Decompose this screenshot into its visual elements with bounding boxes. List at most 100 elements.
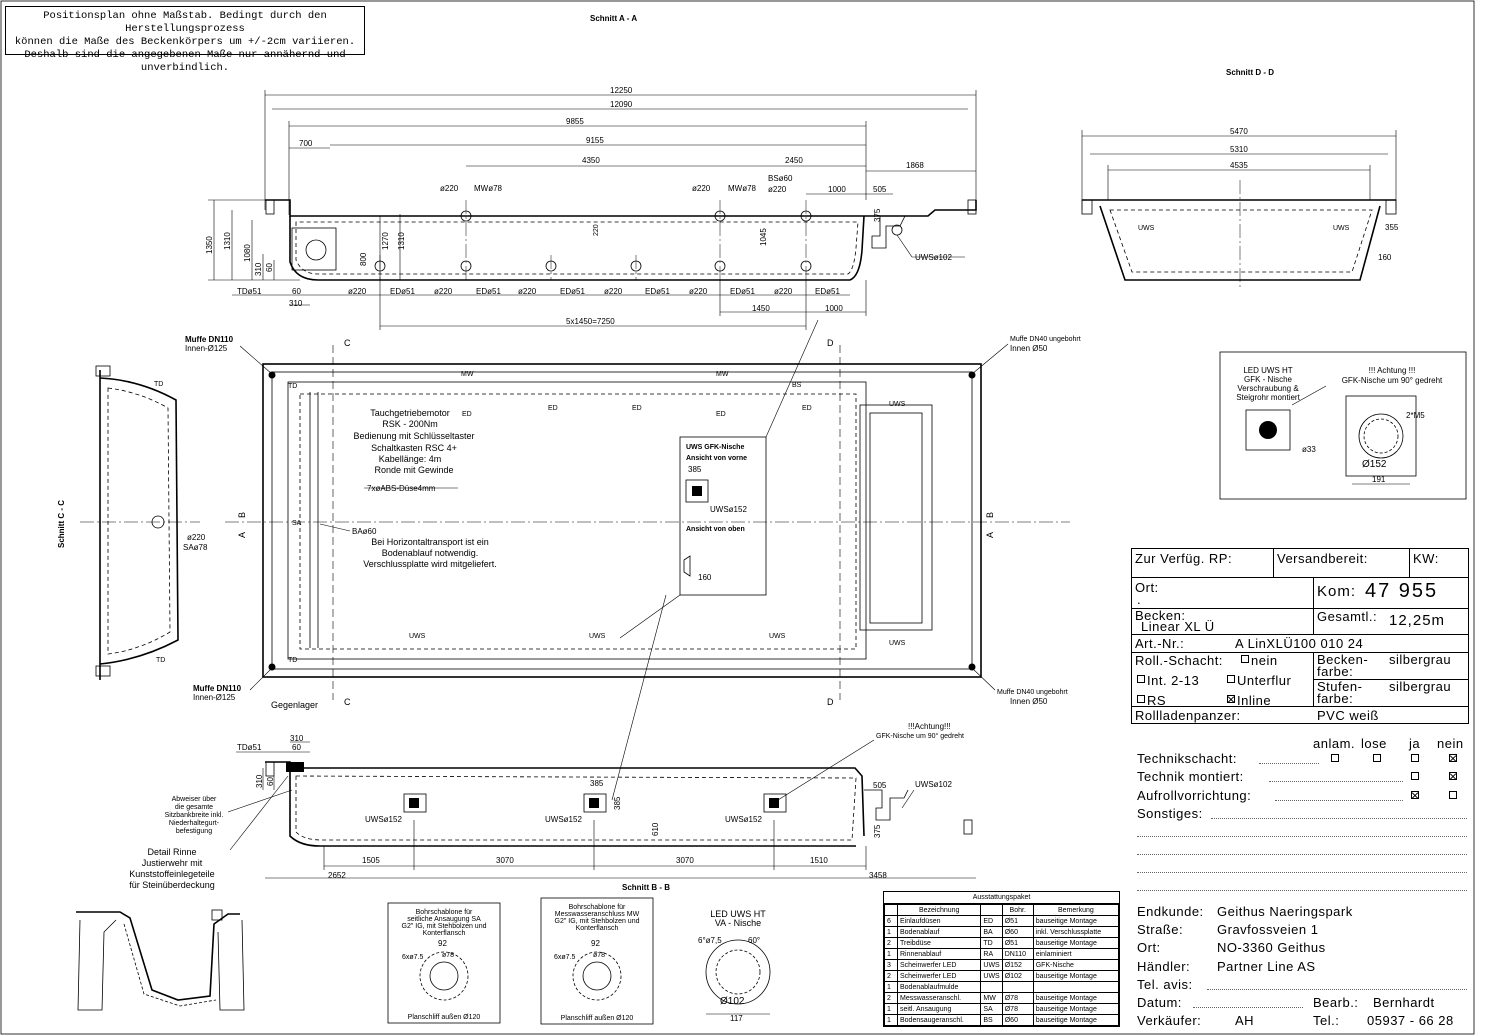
tb-tel2-label: Tel.: <box>1313 1013 1340 1028</box>
cut-a-left: A <box>237 532 247 538</box>
svg-text:ø220: ø220 <box>604 287 623 296</box>
bb-3458: 3458 <box>869 871 887 880</box>
plan-basin-floor <box>287 381 867 660</box>
rinne-detail <box>76 909 245 1011</box>
plan-uws-step-2: UWS <box>889 640 906 647</box>
ba-label: BAø60 <box>352 527 377 536</box>
plan-sa: SA <box>292 520 302 527</box>
template-mw: Bohrschablone für Messwasseranschluss MW… <box>540 897 654 1025</box>
section-c-c-title: Schnitt C - C <box>57 500 66 548</box>
plan-uws-step-1: UWS <box>889 401 906 408</box>
horizontal-2: Bodenablauf notwendig. <box>382 548 479 558</box>
dim-12250: 12250 <box>610 86 633 95</box>
tb-becken-value: Linear XL Ü <box>1141 619 1215 634</box>
cut-d-bot: D <box>827 697 834 707</box>
section-b-b: Schnitt B - B TDø51 310 60 310 60 !!!Ach… <box>129 722 976 892</box>
abs-nozzle-label: 7xøABS-Düse4mm <box>367 484 436 493</box>
tb-gesamtl-label: Gesamtl.: <box>1317 609 1378 624</box>
label-mw78-2: MWø78 <box>728 184 757 193</box>
dim-160: 160 <box>1378 253 1392 262</box>
basin-rim <box>265 199 977 217</box>
motor-line-6: Ronde mit Gewinde <box>374 465 453 475</box>
dim-800: 800 <box>359 252 368 266</box>
tb-becken-label: Becken: <box>1135 608 1186 623</box>
horizontal-1: Bei Horizontaltransport ist ein <box>371 537 489 547</box>
svg-text:6°ø7,5: 6°ø7,5 <box>698 936 722 945</box>
bb-uws152-3: UWSø152 <box>725 815 762 824</box>
tb-verfueg: Zur Verfüg. RP: <box>1135 551 1233 566</box>
tb-techmontiert: Technik montiert: <box>1137 769 1244 784</box>
svg-text:Planschliff außen Ø120: Planschliff außen Ø120 <box>408 1014 481 1021</box>
dim-9155: 9155 <box>586 136 604 145</box>
plan-outer-rim <box>262 363 982 678</box>
bb-505: 505 <box>873 781 887 790</box>
bb-385: 385 <box>590 779 604 788</box>
muffe-bl-1: Muffe DN110 <box>193 684 242 693</box>
tb-sonstiges: Sonstiges: <box>1137 806 1203 821</box>
plan-td-top: TD <box>288 383 297 390</box>
plan-td-bot: TD <box>288 657 297 664</box>
dim-355: 355 <box>1385 223 1399 232</box>
plan-uws-3: UWS <box>769 633 786 640</box>
tb-techschacht: Technikschacht: <box>1137 751 1237 766</box>
tb-verkaeufer-label: Verkäufer: <box>1137 1013 1202 1028</box>
led-left-4: Steigrohr montiert <box>1236 393 1300 402</box>
muffe-tl-1: Muffe DN110 <box>185 335 234 344</box>
dim-12090: 12090 <box>610 100 633 109</box>
cb-unterflur <box>1227 675 1235 683</box>
led-left-1: LED UWS HT <box>1243 366 1292 375</box>
cut-b-left: B <box>237 512 247 518</box>
tb-haendler-value: Partner Line AS <box>1217 959 1316 974</box>
led-left-2: GFK - Nische <box>1244 375 1293 384</box>
dim-1450: 1450 <box>752 304 770 313</box>
label-d220-3: ø220 <box>768 185 787 194</box>
tb-versand: Versandbereit: <box>1277 551 1368 566</box>
plan-ed-5: ED <box>802 405 812 412</box>
tb-strasse-label: Straße: <box>1137 922 1184 937</box>
dim-5310: 5310 <box>1230 145 1248 154</box>
led-left-3: Verschraubung & <box>1237 384 1299 393</box>
cut-c-top: C <box>344 338 351 348</box>
dim-4535: 4535 <box>1230 161 1248 170</box>
dim-1310: 1310 <box>223 232 232 250</box>
gfk-uws152: UWSø152 <box>710 505 747 514</box>
plan-ed-1: ED <box>462 411 472 418</box>
bb-3070b: 3070 <box>676 856 694 865</box>
bb-310b: 310 <box>255 774 264 788</box>
plan-ed-3: ED <box>632 405 642 412</box>
abweiser-1: Abweiser über <box>172 796 217 803</box>
bb-achtung-1: !!!Achtung!!! <box>908 722 951 731</box>
tb-tel-label: Tel. avis: <box>1137 977 1193 992</box>
rinne-3: Kunststoffeinlegeteile <box>129 869 214 879</box>
label-d220-1: ø220 <box>440 184 459 193</box>
tb-bearb-value: Bernhardt <box>1373 995 1435 1010</box>
muffe-tl-2: Innen-Ø125 <box>185 344 228 353</box>
tb-panzer-label: Rollladenpanzer: <box>1135 708 1241 723</box>
section-c-c: Schnitt C - C TD ø220 SAø78 TD <box>57 365 208 680</box>
dim-700: 700 <box>299 139 313 148</box>
svg-text:seitliche Ansaugung SA: seitliche Ansaugung SA <box>407 916 481 923</box>
svg-text:60°: 60° <box>748 936 760 945</box>
tb-verkaeufer-value: AH <box>1235 1013 1255 1028</box>
tb-gesamtl-value: 12,25m <box>1389 612 1446 629</box>
abweiser-5: befestigung <box>176 828 212 835</box>
svg-text:EDø51: EDø51 <box>815 287 840 296</box>
tb-tel2-value: 05937 - 66 28 <box>1367 1013 1454 1028</box>
title-block: Zur Verfüg. RP: Versandbereit: KW: Ort: … <box>1131 548 1469 1032</box>
label-sa78-cc: SAø78 <box>183 543 208 552</box>
tb-endkunde-label: Endkunde: <box>1137 904 1204 919</box>
bb-60b: 60 <box>266 777 275 786</box>
section-a-a: Schnitt A - A 12250 12090 9855 9155 700 … <box>205 14 977 330</box>
svg-text:Bohrschablone für: Bohrschablone für <box>569 904 626 911</box>
disclaimer-note: Positionsplan ohne Maßstab. Bedingt durc… <box>5 6 365 74</box>
plan-ed-4: ED <box>716 411 726 418</box>
label-td-cc-bot: TD <box>156 657 165 664</box>
label-d220-cc: ø220 <box>187 533 206 542</box>
svg-text:ø78: ø78 <box>593 952 605 959</box>
led-detail-box: LED UWS HT GFK - Nische Verschraubung & … <box>1219 351 1467 500</box>
